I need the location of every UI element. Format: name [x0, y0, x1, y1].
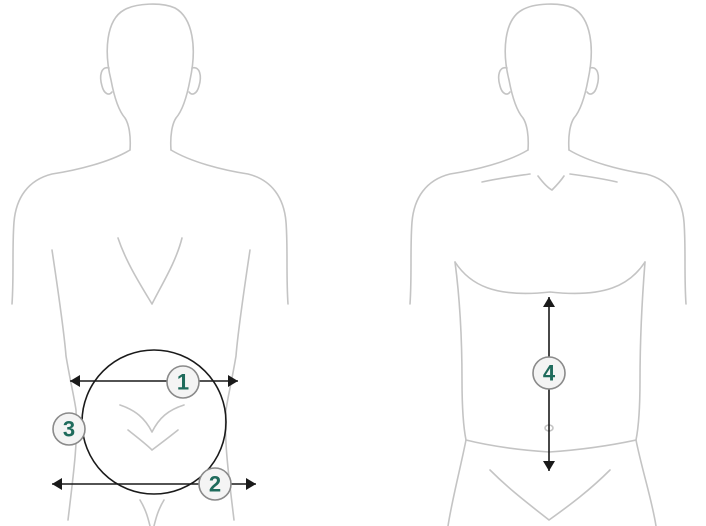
front-hip-lines: [466, 440, 636, 520]
measurement-lines: [52, 297, 555, 494]
front-head-outline: [505, 4, 591, 150]
front-view-figure: [410, 4, 686, 526]
back-shoulder-blade-lines: [118, 238, 182, 304]
front-collarbone-lines: [482, 174, 617, 190]
back-left-ear: [101, 68, 112, 94]
marker-badge-1: 1: [167, 366, 199, 398]
arrowhead-2-left: [52, 478, 62, 490]
marker-badge-4: 4: [533, 357, 565, 389]
front-torso-left-outline: [410, 150, 528, 526]
marker-label-1: 1: [177, 370, 189, 395]
back-buttocks-lines: [140, 500, 164, 526]
marker-label-4: 4: [543, 361, 556, 386]
marker-label-3: 3: [63, 417, 75, 442]
marker-label-2: 2: [209, 472, 221, 497]
marker-badge-2: 2: [199, 468, 231, 500]
back-torso-left-outline: [12, 150, 130, 520]
marker-badge-3: 3: [53, 413, 85, 445]
front-chest-lines: [455, 262, 645, 293]
arrowhead-4-top: [543, 297, 555, 307]
arrowhead-2-right: [246, 478, 256, 490]
back-lower-detail: [120, 405, 184, 450]
back-head-outline: [107, 4, 193, 150]
back-torso-right-outline: [171, 150, 288, 520]
front-left-ear: [499, 68, 510, 94]
back-view-figure: [12, 4, 288, 526]
back-right-ear: [189, 68, 200, 94]
front-torso-right-outline: [569, 150, 686, 526]
arrowhead-4-bottom: [543, 461, 555, 471]
front-right-ear: [587, 68, 598, 94]
